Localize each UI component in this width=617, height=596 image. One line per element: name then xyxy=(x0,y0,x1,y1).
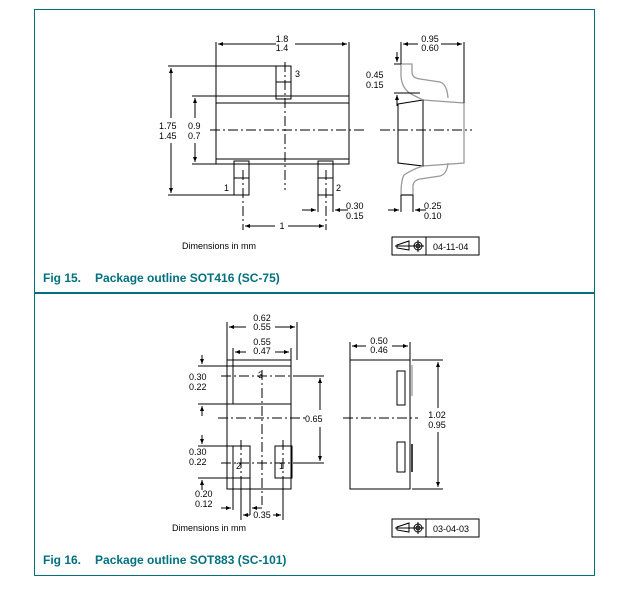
dim-pitch: 1 xyxy=(279,221,284,231)
figure-title: Package outline SOT416 (SC-75) xyxy=(95,271,280,285)
sot883-side-view: 0.50 0.46 1.02 0.95 xyxy=(343,336,446,490)
dim-pad12-h-max: 0.30 xyxy=(189,447,207,457)
dim-pad-width-max: 0.55 xyxy=(253,337,271,347)
dim-width-max-16: 0.62 xyxy=(253,313,271,323)
projection-symbol-box-15: 04-11-04 xyxy=(391,236,480,256)
drawing-code: 04-11-04 xyxy=(433,242,468,252)
dim-side-width-min-16: 0.46 xyxy=(370,345,388,355)
sot416-top-view: 1.8 1.4 1.75 1.45 0.9 0.7 3 1 2 0.30 0.1… xyxy=(159,34,365,251)
dimensions-note-16: Dimensions in mm xyxy=(172,523,246,533)
sot416-side-view: 0.95 0.60 0.45 0.15 0.25 0.10 xyxy=(366,34,472,221)
pin-2-label-16: 2 xyxy=(236,461,241,471)
figure-title: Package outline SOT883 (SC-101) xyxy=(95,553,287,567)
dim-lead-height-min: 0.15 xyxy=(366,80,384,90)
dim-side-width-min: 0.60 xyxy=(421,43,439,53)
figure-caption-15: Fig 15. Package outline SOT416 (SC-75) xyxy=(43,271,280,285)
dim-body-max: 0.9 xyxy=(188,121,201,131)
pin-1-label-16: 1 xyxy=(279,461,284,471)
dim-lead-width-max: 0.30 xyxy=(346,201,364,211)
dim-pad-pitch: 0.35 xyxy=(253,510,271,520)
dim-lead-thk-max: 0.25 xyxy=(424,201,442,211)
dim-width-min-16: 0.55 xyxy=(253,322,271,332)
pin-2-label: 2 xyxy=(336,183,341,193)
dim-pad-width-min: 0.47 xyxy=(253,346,271,356)
dim-side-width-max: 0.95 xyxy=(421,34,439,44)
dimensions-note: Dimensions in mm xyxy=(182,241,256,251)
dim-side-width-max-16: 0.50 xyxy=(370,336,388,346)
drawing-code-16: 03-04-03 xyxy=(433,524,469,534)
dim-length-min: 0.95 xyxy=(428,420,446,430)
dim-width-min: 1.4 xyxy=(276,43,289,53)
figure-number: Fig 16. xyxy=(43,553,82,567)
dim-lead-width-min: 0.15 xyxy=(346,211,364,221)
dim-width-max: 1.8 xyxy=(276,34,289,44)
pin-3-label-16: 3 xyxy=(258,370,263,380)
dim-pad-spacing: 0.65 xyxy=(305,414,323,424)
figure-number: Fig 15. xyxy=(43,271,82,285)
pin-1-label: 1 xyxy=(224,183,229,193)
sot883-body xyxy=(226,359,292,490)
dim-length-max: 1.02 xyxy=(428,410,446,420)
dim-pad-w-max: 0.20 xyxy=(195,489,213,499)
dim-height-max: 1.75 xyxy=(159,121,177,131)
dim-pad-w-min: 0.12 xyxy=(195,499,213,509)
dim-lead-thk-min: 0.10 xyxy=(424,211,442,221)
projection-symbol-box-16: 03-04-03 xyxy=(391,518,480,538)
dim-pad3-h-max: 0.30 xyxy=(189,372,207,382)
dim-lead-height-max: 0.45 xyxy=(366,70,384,80)
sot883-pad-3 xyxy=(232,365,292,405)
dim-body-min: 0.7 xyxy=(188,131,201,141)
figure-caption-16: Fig 16. Package outline SOT883 (SC-101) xyxy=(43,553,286,567)
sot883-bottom-view: 0.62 0.55 0.55 0.47 0.30 0.22 0.30 0.22 … xyxy=(172,313,324,533)
dim-pad3-h-min: 0.22 xyxy=(189,382,207,392)
pin-3-label: 3 xyxy=(295,69,300,79)
dim-height-min: 1.45 xyxy=(159,131,177,141)
dim-pad12-h-min: 0.22 xyxy=(189,457,207,467)
figure-divider xyxy=(34,292,594,294)
